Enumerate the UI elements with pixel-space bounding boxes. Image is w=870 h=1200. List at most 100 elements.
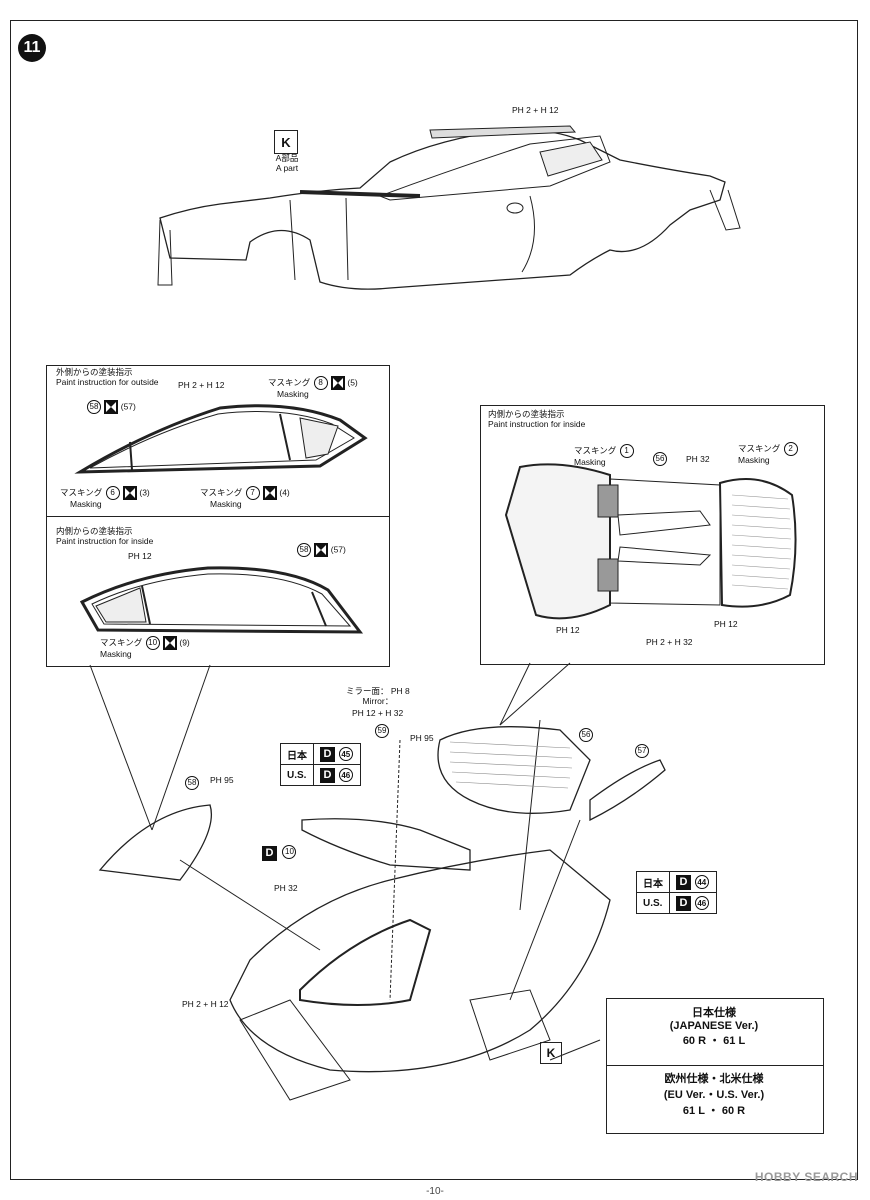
assembly-part-57: 57 — [634, 742, 650, 760]
page-number: -10- — [426, 1186, 444, 1197]
mask-10-num: 10 — [145, 636, 160, 650]
assembly-part-59: 59 — [374, 722, 390, 740]
assembly-paint-95-a: PH 95 — [410, 733, 434, 743]
assembly-diagram — [98, 726, 666, 1101]
mask-7-ref: (4) — [279, 487, 290, 498]
spec-eu-sub: (EU Ver.・U.S. Ver.) — [663, 1089, 765, 1101]
outside-title-ja: 外側からの塗装指示 — [56, 367, 133, 377]
divider — [47, 516, 389, 517]
mask-7-num: 7 — [245, 486, 260, 500]
d-part: D — [676, 874, 691, 890]
mirror-code: PH 8 — [390, 686, 410, 696]
assembly-paint-12-32: PH 12 + H 32 — [352, 708, 404, 718]
right-paint-32: PH 32 — [686, 454, 710, 464]
variant-region: U.S. — [280, 764, 314, 786]
outside-paint-code: PH 2 + H 12 — [178, 380, 225, 390]
outside-window-diagram — [74, 404, 368, 474]
mask-10-ja: マスキング — [100, 637, 143, 648]
mask-1-en: Masking — [574, 457, 606, 467]
part-58-circle: 58 — [297, 543, 311, 557]
mask-2-ja: マスキング — [738, 443, 781, 454]
inside-title-ja: 内側からの塗装指示 — [56, 526, 133, 536]
mirror-ja: ミラー面： — [346, 686, 389, 696]
outside-title: 外側からの塗装指示 Paint instruction for outside — [56, 367, 159, 388]
variant-table-top: 日本 D 45 U.S. D 46 — [280, 743, 361, 786]
assembly-paint-32: PH 32 — [274, 883, 298, 893]
outside-part-58: 58 (57) — [86, 400, 136, 414]
bow-icon — [314, 543, 329, 557]
inside-paint-code: PH 12 — [128, 551, 152, 561]
assembly-paint-95-b: PH 95 — [210, 775, 234, 785]
spec-divider — [607, 1065, 823, 1066]
inside-title: 内側からの塗装指示 Paint instruction for inside — [56, 526, 154, 547]
variant-row: U.S. D 46 — [280, 764, 361, 786]
mask-6-ref: (3) — [139, 487, 150, 498]
mask-8-ref: (5) — [347, 377, 358, 388]
roof-inside-diagram — [504, 463, 797, 620]
inside-title-en: Paint instruction for inside — [56, 535, 154, 546]
d-part: D — [320, 767, 335, 783]
mask-6-num: 6 — [105, 486, 120, 500]
right-title-ja: 内側からの塗装指示 — [488, 409, 565, 419]
spec-box — [606, 998, 824, 1134]
part-58-circle: 58 — [87, 400, 101, 414]
inside-mask-10: マスキング 10 (9) Masking — [100, 636, 190, 660]
d-part: D — [320, 746, 335, 762]
inside-part-58: 58 (57) — [296, 543, 346, 557]
variant-row: 日本 D 45 — [280, 743, 361, 765]
a-part-icon-small: K — [540, 1042, 562, 1064]
part-57-circle: 57 — [635, 743, 649, 758]
mask-7-ja: マスキング — [200, 487, 243, 498]
spec-eu-title: 欧州仕様・北米仕様 — [664, 1073, 764, 1085]
right-title-en: Paint instruction for inside — [488, 418, 586, 429]
bow-icon — [104, 400, 119, 414]
mask-57: (57) — [330, 544, 346, 555]
mask-6-en: Masking — [70, 499, 102, 509]
part-num: 44 — [694, 875, 709, 890]
mask-6-ja: マスキング — [60, 487, 103, 498]
a-part-icon: K — [274, 130, 298, 154]
assembly-part-58: 58 — [184, 774, 200, 792]
mask-2-num: 2 — [783, 442, 798, 456]
outside-title-en: Paint instruction for outside — [56, 376, 159, 387]
right-mask-2: マスキング 2 Masking — [738, 442, 799, 466]
variant-region: U.S. — [636, 892, 670, 914]
mask-1-num: 1 — [619, 444, 634, 458]
outside-mask-6: マスキング 6 (3) Masking — [60, 486, 150, 510]
d10-label: D 10 — [262, 843, 297, 861]
part-num: 46 — [338, 768, 353, 783]
mask-57: (57) — [120, 401, 136, 412]
mask-8-ja: マスキング — [268, 377, 311, 388]
bow-icon — [163, 636, 177, 650]
part-num: 10 — [282, 844, 297, 859]
variant-row: U.S. D 46 — [636, 892, 717, 914]
step-number: 11 — [18, 34, 46, 62]
top-paint-code: PH 2 + H 12 — [512, 105, 559, 115]
d-part: D — [676, 895, 691, 911]
car-side-view — [157, 125, 741, 290]
variant-table-mid: 日本 D 44 U.S. D 46 — [636, 871, 717, 914]
part-num: 45 — [338, 747, 353, 762]
mirror-en: Mirror： — [362, 695, 394, 706]
bow-icon — [263, 486, 277, 500]
right-mask-1: マスキング 1 Masking — [574, 444, 635, 468]
mask-2-en: Masking — [738, 455, 770, 465]
mask-8-num: 8 — [313, 376, 328, 390]
mask-1-ja: マスキング — [574, 445, 617, 456]
watermark: HOBBY SEARCH — [754, 1170, 858, 1184]
spec-jp-title: 日本仕様 — [692, 1007, 736, 1019]
variant-row: 日本 D 44 — [636, 871, 717, 893]
variant-region: 日本 — [636, 871, 670, 893]
outside-mask-8: マスキング 8 (5) Masking — [268, 376, 358, 400]
bow-icon — [123, 486, 137, 500]
a-part-label: A部品 A part — [270, 153, 304, 174]
spec-jp-sub: (JAPANESE Ver.) — [669, 1020, 759, 1032]
spec-jp: 日本仕様 (JAPANESE Ver.) 60 R ・ 61 L — [606, 1004, 822, 1048]
part-59-circle: 59 — [375, 723, 389, 738]
a-part-en: A part — [275, 162, 299, 173]
part-56-circle: 56 — [653, 452, 667, 466]
spec-eu-parts: 61 L ・ 60 R — [682, 1105, 746, 1117]
inside-window-diagram — [79, 566, 364, 634]
part-58-circle: 58 — [185, 775, 199, 790]
